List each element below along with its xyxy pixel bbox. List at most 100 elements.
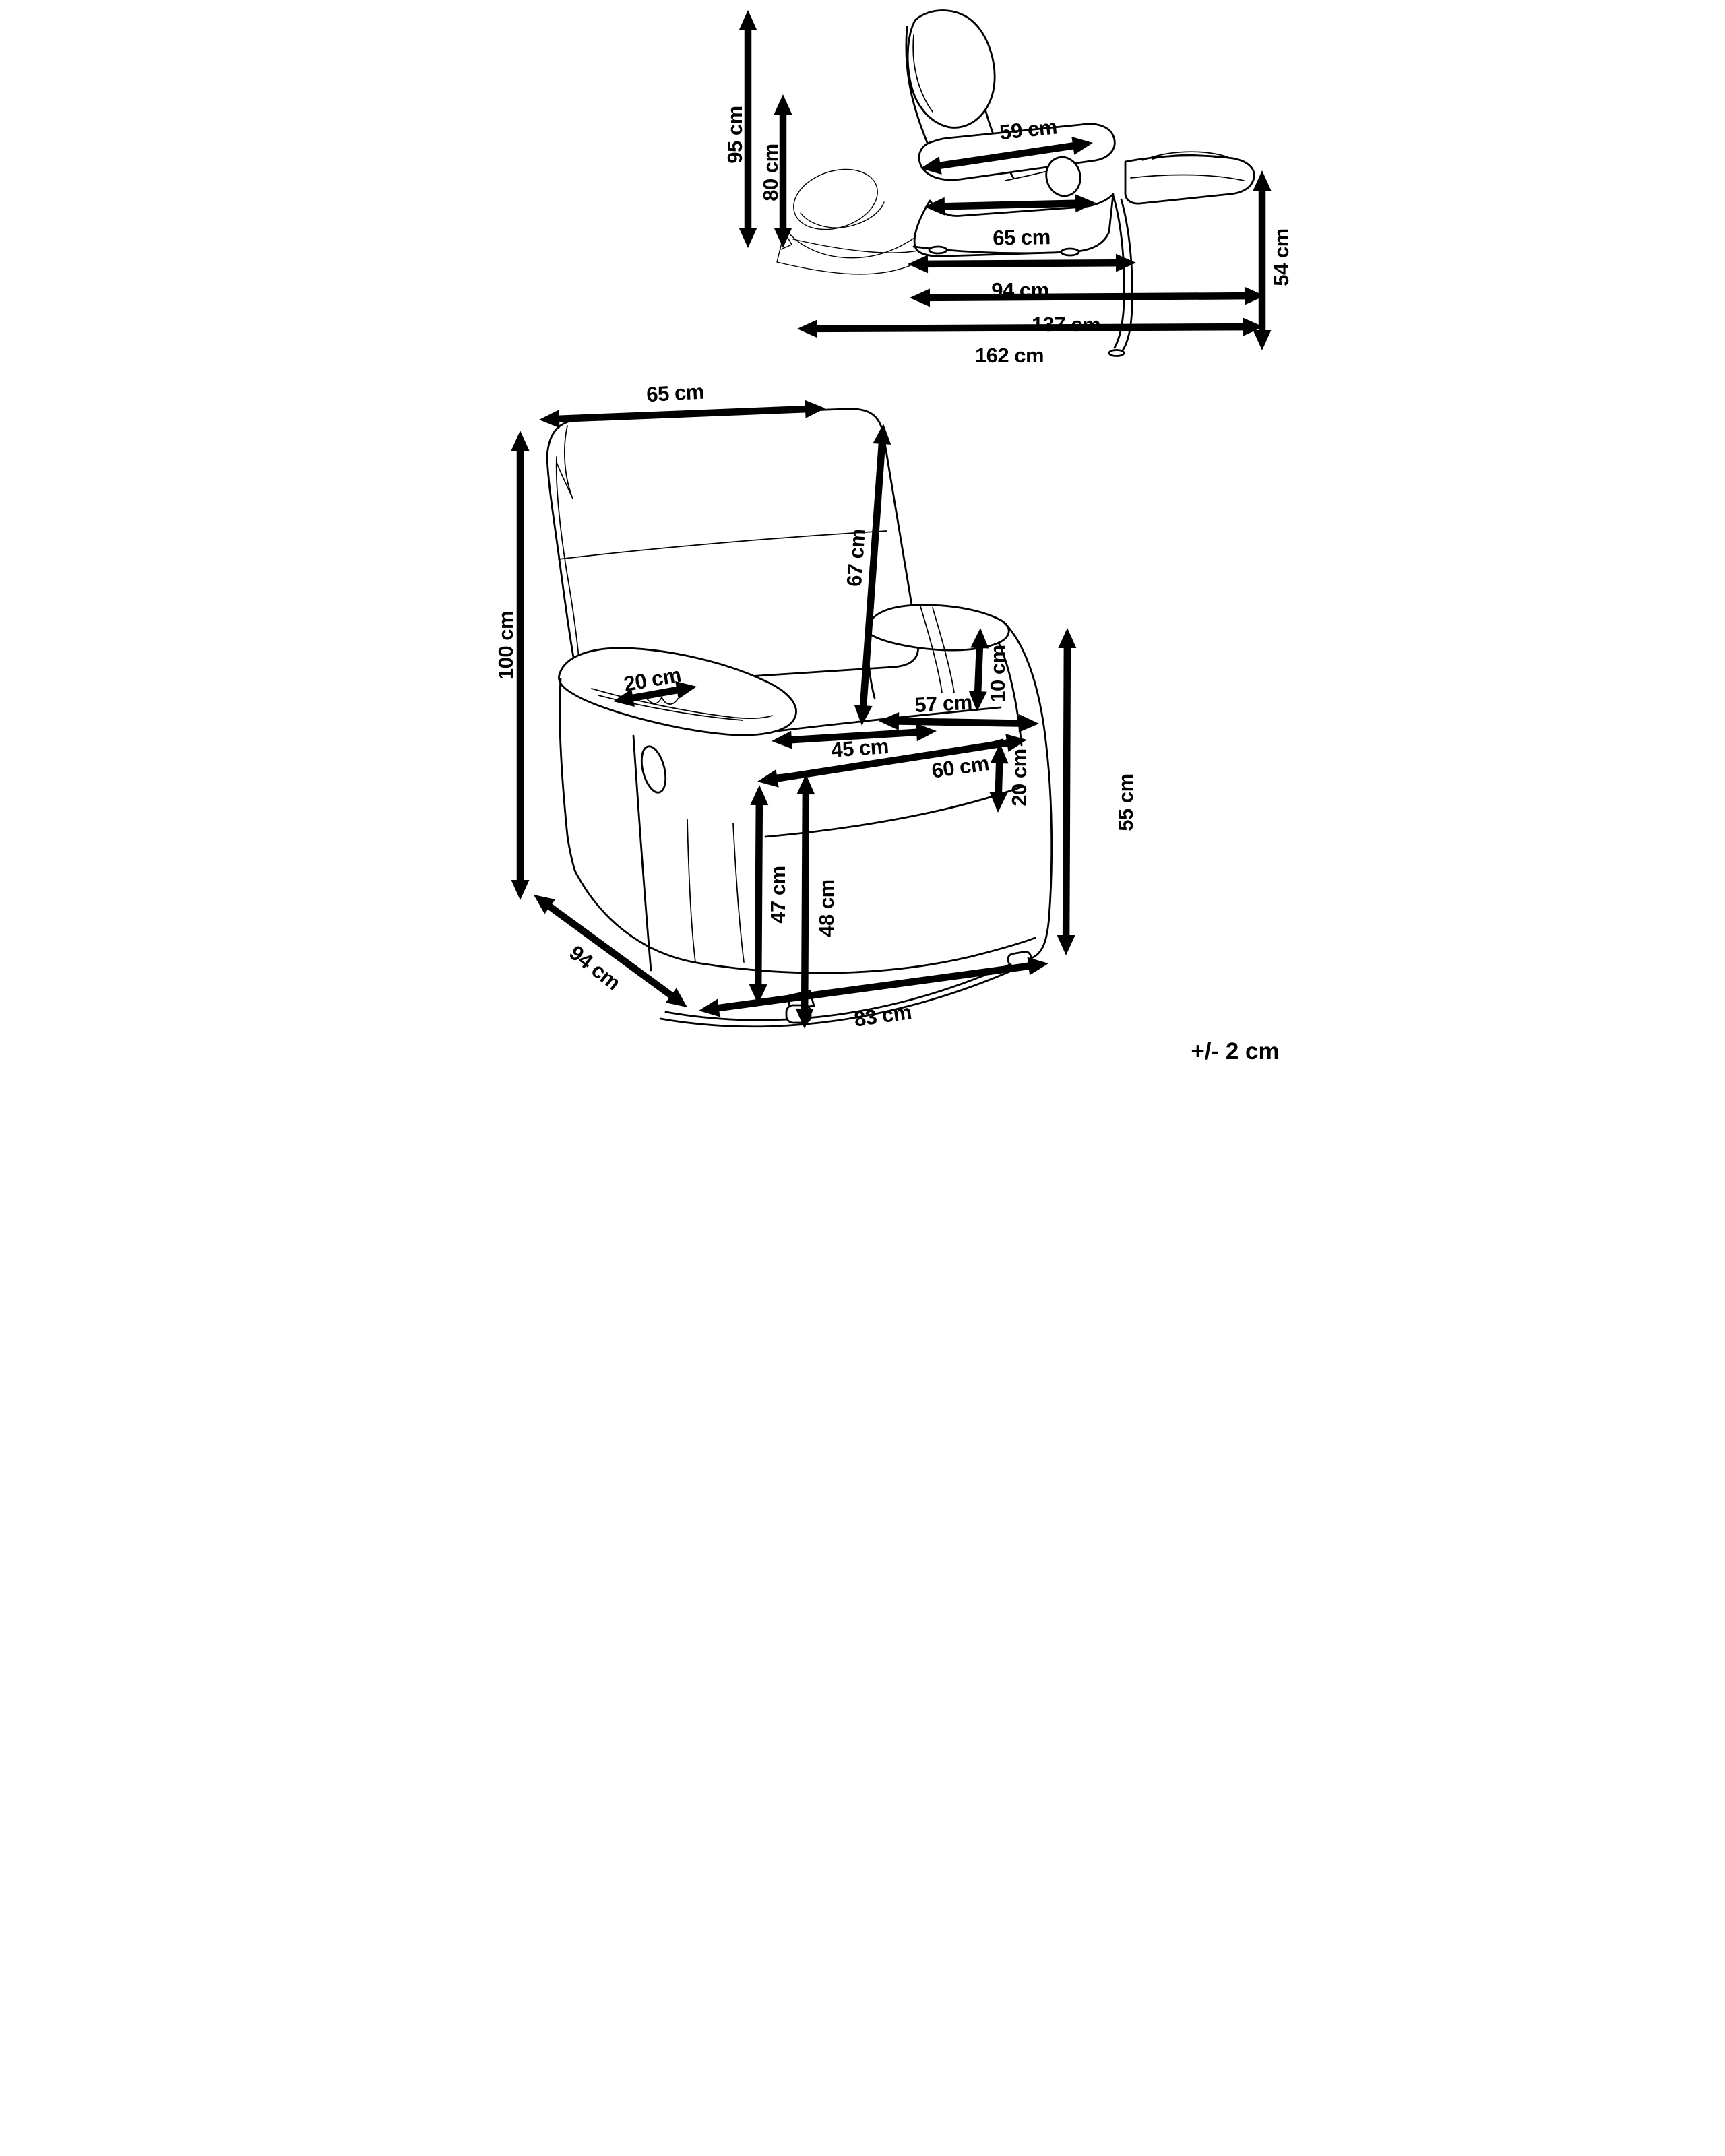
dimension-backrest-width: 65 cm	[539, 380, 825, 429]
dimension-label: 83 cm	[852, 1000, 912, 1032]
dimension-arrowhead	[873, 424, 891, 445]
backrest-left-crease	[555, 456, 580, 665]
dimension-arrowhead	[750, 785, 769, 806]
dimension-arrowhead	[910, 288, 931, 307]
tolerance-note: +/- 2 cm	[1191, 1038, 1279, 1065]
dimension-label: 162 cm	[975, 344, 1044, 367]
dimension-label: 20 cm	[1007, 749, 1031, 806]
dimension-arrowhead	[774, 94, 792, 115]
headrest-seam	[912, 34, 933, 113]
dimension-line	[1062, 643, 1071, 940]
dimension-arrowhead	[1027, 957, 1048, 976]
dimension-arrowhead	[1058, 628, 1077, 649]
dimension-line	[544, 901, 677, 1001]
left-armrest-front-edge	[632, 734, 652, 972]
right-armrest-seams	[920, 606, 955, 693]
dimension-line	[787, 728, 921, 744]
body-side-panel	[913, 193, 1115, 257]
bracket-foot	[1108, 349, 1125, 357]
dimension-label: 80 cm	[759, 144, 782, 201]
headrest-outline	[906, 9, 996, 129]
dimension-armrest-pad-width: 20 cm	[613, 663, 697, 707]
dimension-line	[859, 439, 886, 710]
foot-left	[928, 245, 948, 255]
dimension-line	[555, 405, 810, 423]
dimension-line	[894, 718, 1024, 727]
dimension-label: 94 cm	[565, 941, 625, 994]
power-button	[640, 745, 667, 794]
dimension-label: 55 cm	[1114, 773, 1137, 831]
dimension-line	[801, 790, 810, 1013]
dimension-armrest-length: 59 cm	[920, 115, 1093, 175]
dimension-seat-depth: 57 cm	[879, 691, 1039, 732]
dimension-arrowhead	[739, 10, 757, 30]
dimension-line	[935, 141, 1078, 170]
dimension-arrowhead	[675, 680, 697, 699]
dimension-line	[714, 962, 1033, 1012]
left-armrest-outer-edge	[559, 678, 576, 872]
dimension-arrowhead	[879, 712, 900, 731]
foot-right	[1060, 247, 1080, 257]
dimension-line	[754, 800, 763, 989]
reclined-chair-outline	[905, 9, 1255, 357]
dimension-label: 100 cm	[494, 611, 518, 680]
dimension-arrowhead	[665, 988, 687, 1007]
dimension-reclined-back-height: 95 cm	[723, 10, 757, 248]
ghost-headrest-outline	[793, 168, 878, 230]
dimension-reclined-seat-height: 80 cm	[759, 94, 792, 248]
dimension-label: 48 cm	[815, 879, 838, 937]
dimension-line	[813, 323, 1248, 333]
dimension-arrowhead	[1243, 317, 1263, 336]
dimension-arrowhead	[854, 705, 873, 726]
dimension-label: 47 cm	[766, 866, 790, 923]
dimension-seat-height: 47 cm	[749, 785, 790, 1005]
dimension-arrowhead	[916, 723, 937, 742]
dimension-armrest-height: 55 cm	[1057, 628, 1137, 955]
dimension-arrowhead	[1253, 330, 1272, 350]
dimension-arrowhead	[613, 689, 635, 707]
dimension-arrowhead	[797, 319, 818, 338]
dimension-seat-front-height: 48 cm	[795, 774, 838, 1029]
dimension-seat-cushion-thickness: 20 cm	[989, 743, 1031, 813]
dimension-line	[628, 686, 682, 702]
dimension-label: 54 cm	[1269, 228, 1293, 286]
dimension-arrowhead	[511, 431, 530, 451]
reclined-ghost-outline	[776, 168, 929, 275]
dimension-label: 65 cm	[993, 225, 1050, 249]
dimension-line	[974, 643, 984, 696]
right-armrest-outer-edge	[1001, 620, 1053, 959]
dimension-arrowhead	[1244, 286, 1265, 305]
dimension-backrest-length: 67 cm	[842, 424, 891, 726]
rocker-rail	[659, 955, 1032, 1028]
dimension-arrowhead	[924, 197, 945, 216]
dimension-line	[995, 759, 1003, 797]
dimension-arrowhead	[1057, 934, 1075, 955]
dimension-arrowhead	[757, 769, 779, 788]
footrest-seam	[1130, 174, 1245, 181]
dimension-arrowhead	[739, 228, 757, 248]
dimension-footrest-height: 54 cm	[1253, 170, 1293, 350]
dimension-arrowhead	[1075, 194, 1096, 213]
dimension-arrowhead	[908, 255, 929, 274]
dimension-arrowhead	[772, 730, 792, 749]
dimension-arrowhead	[539, 410, 560, 429]
dimension-label: 95 cm	[723, 106, 747, 163]
dimension-line	[940, 199, 1080, 210]
ghost-back-plane	[776, 231, 918, 275]
footrest-outline	[1124, 154, 1255, 205]
headrest-flap-wrinkle	[556, 425, 573, 499]
dimension-arrowhead	[699, 998, 720, 1017]
dimension-label: 10 cm	[986, 645, 1009, 702]
dimension-label: 45 cm	[830, 734, 889, 762]
dimension-label: 65 cm	[646, 380, 704, 406]
ghost-headrest-seam	[800, 201, 885, 228]
dimension-armrest-pad-height: 10 cm	[968, 628, 1009, 711]
upright-chair-outline	[546, 408, 1053, 1028]
dimension-seat-width: 45 cm	[772, 723, 937, 762]
dimension-label: 67 cm	[842, 528, 870, 588]
